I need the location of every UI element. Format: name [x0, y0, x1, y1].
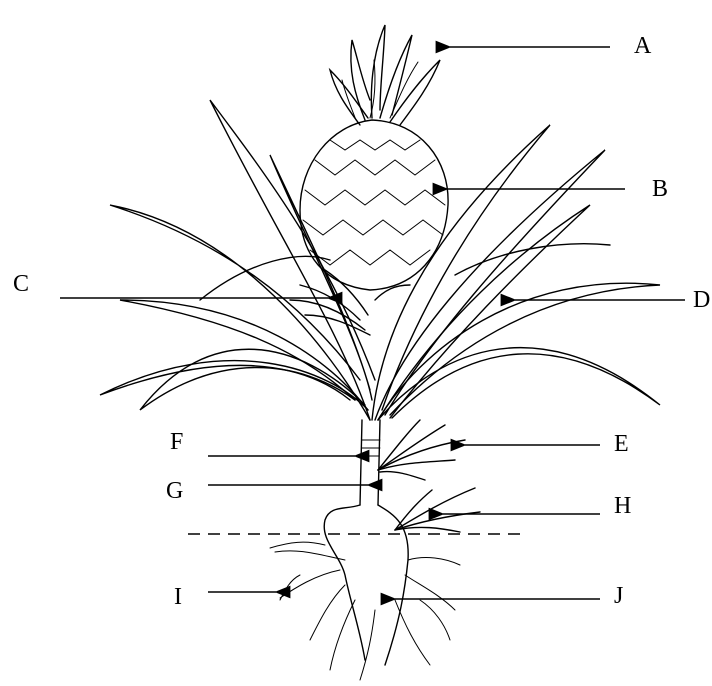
label-g: G [166, 479, 183, 503]
slip-cluster [290, 270, 410, 335]
label-i: I [174, 585, 182, 609]
label-c: C [13, 272, 29, 296]
sucker [378, 420, 465, 480]
label-j: J [614, 584, 623, 608]
stem [360, 420, 380, 505]
label-a: A [634, 34, 651, 58]
crown [330, 25, 440, 125]
leaves [100, 100, 660, 420]
label-e: E [614, 432, 629, 456]
label-h: H [614, 494, 631, 518]
label-f: F [170, 430, 183, 454]
label-b: B [652, 177, 668, 201]
label-d: D [693, 288, 710, 312]
ratoon-sucker [395, 488, 480, 532]
pointer-lines [60, 47, 685, 599]
